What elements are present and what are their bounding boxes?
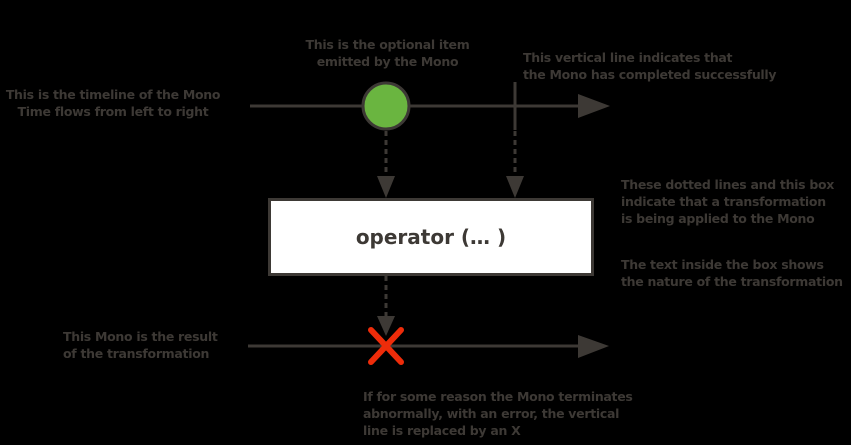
item-annotation: This is the optional item emitted by the… [305, 37, 470, 69]
emitted-item-circle [361, 81, 411, 131]
arrow-down-icon [377, 316, 395, 336]
timeline-arrow-icon [578, 335, 609, 358]
operator-label: operator (… ) [355, 225, 507, 249]
source-timeline [250, 81, 610, 131]
arrow-down-icon [377, 176, 395, 198]
transformation-annotation: These dotted lines and this box indicate… [621, 177, 835, 226]
dotted-connectors [377, 131, 524, 336]
operator-box: operator (… ) [268, 198, 594, 276]
completion-annotation: This vertical line indicates that the Mo… [523, 50, 777, 82]
timeline-annotation: This is the timeline of the Mono Time fl… [5, 87, 221, 119]
error-annotation: If for some reason the Mono terminates a… [363, 389, 633, 438]
result-timeline [248, 327, 609, 365]
error-x-icon [368, 327, 404, 365]
result-annotation: This Mono is the result of the transform… [63, 329, 218, 361]
timeline-arrow-icon [578, 94, 610, 118]
box-text-annotation: The text inside the box shows the nature… [621, 257, 843, 289]
arrow-down-icon [506, 176, 524, 198]
